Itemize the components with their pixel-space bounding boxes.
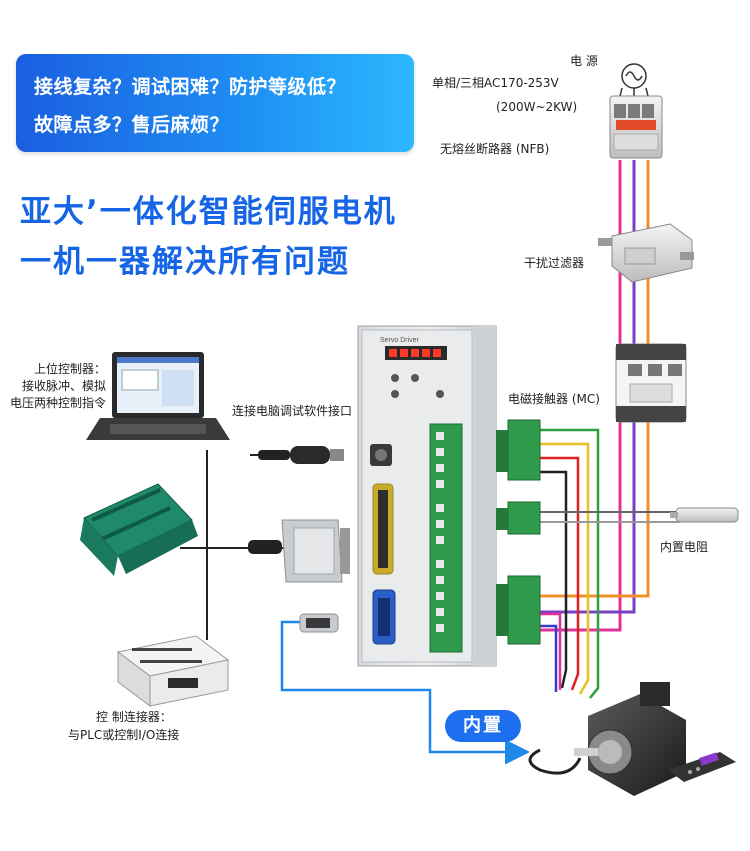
terminal-block-mid [496,501,541,535]
ac-source-icon [619,63,649,97]
filter-label: 干扰过滤器 [524,256,585,270]
power-phase-label: 单相/三相AC170-253V [432,76,559,90]
headline-line-1: 亚大’一体化智能伺服电机 [20,194,397,230]
breaker-label: 无熔丝断路器 (NFB) [440,142,550,156]
plc-label-line-2: 与PLC或控制I/O连接 [68,728,180,742]
db-cable-connector [248,519,350,583]
contactor-icon [615,343,687,423]
encoder-connector [299,613,339,633]
plc-icon [116,635,230,707]
plc-label-line-1: 控 制连接器： [96,710,172,724]
motor-wires [540,612,562,692]
servo-driver-icon [357,325,497,667]
driver-brand: Servo Driver [380,337,420,344]
resistor-wires [540,511,680,523]
host-label-line-2: 接收脉冲、模拟 [21,379,106,393]
terminal-block-top [496,419,541,481]
laptop-icon [86,352,230,440]
host-label-line-1: 上位控制器： [33,362,106,376]
terminal-board-icon [80,483,198,576]
banner-line-1: 接线复杂？调试困难？防护等级低？ [34,76,347,98]
power-title-label: 电 源 [570,54,598,68]
resistor-icon [670,507,739,523]
handheld-controller-icon [668,752,736,782]
headline-line-2: 一机一器解决所有问题 [20,244,350,280]
breaker-icon [609,95,663,159]
power-range-label: (200W~2KW) [496,100,578,114]
pc-cable-connector [258,446,344,464]
left-wires [180,450,530,765]
contactor-label: 电磁接触器 (MC) [508,392,600,406]
terminal-block-bottom [496,575,541,645]
builtin-badge: 内置 [445,710,521,742]
banner-line-2: 故障点多？售后麻烦？ [34,114,230,136]
servo-motor-icon [528,682,686,796]
question-banner: 接线复杂？调试困难？防护等级低？ 故障点多？售后麻烦？ [16,54,414,152]
control-wires [540,428,600,699]
pc-interface-label: 连接电脑调试软件接口 [232,404,353,418]
filter-icon [598,223,694,283]
resistor-label: 内置电阻 [660,540,709,554]
host-label-line-3: 电压两种控制指令 [9,396,106,410]
